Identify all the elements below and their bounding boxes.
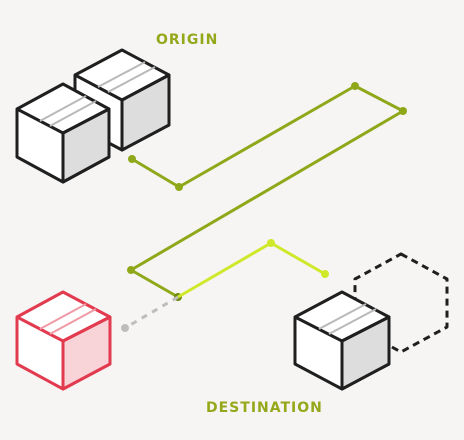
route-node <box>127 266 135 274</box>
route-path-light <box>177 239 329 299</box>
route-node <box>321 270 329 278</box>
route-node <box>267 239 275 247</box>
dashed-connector <box>121 295 179 332</box>
destination-label: DESTINATION <box>206 400 323 416</box>
origin-box-front <box>15 82 111 184</box>
route-node <box>128 155 136 163</box>
highlight-box <box>15 290 112 391</box>
route-node <box>351 82 359 90</box>
route-node <box>399 107 407 115</box>
connector-end-node <box>121 324 129 332</box>
origin-label: ORIGIN <box>156 32 219 48</box>
route-node <box>175 183 183 191</box>
destination-box <box>293 290 391 391</box>
ghost-box-outline <box>353 252 449 354</box>
